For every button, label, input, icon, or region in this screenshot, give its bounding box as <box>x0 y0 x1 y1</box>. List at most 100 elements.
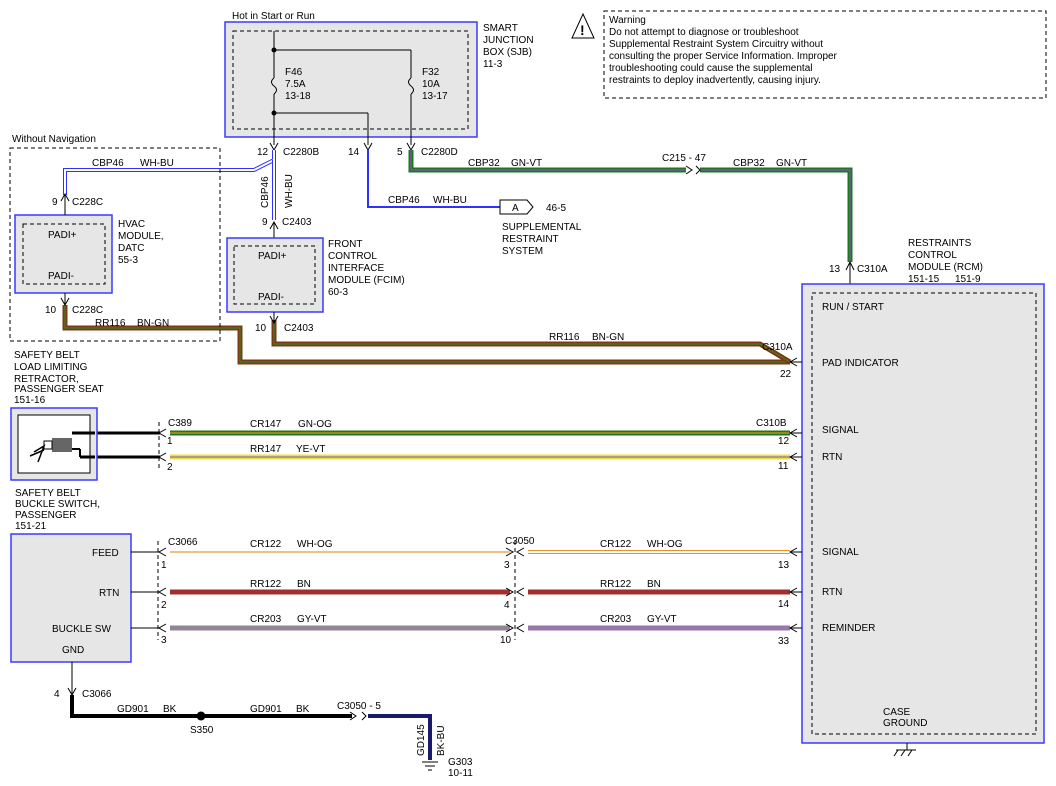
fcim-conn-bot: C2403 <box>284 323 314 334</box>
fuse-f46-rating: 7.5A <box>285 79 306 90</box>
rcm-name-2: CONTROL <box>908 250 957 261</box>
rcm-pin-22: 22 <box>780 369 792 380</box>
fcim-name-1: FRONT <box>328 239 362 250</box>
buckle-label-rtn: RTN <box>99 588 119 599</box>
retractor-name-3: RETRACTOR, <box>14 374 79 385</box>
wire-rr116-a-circuit: RR116 <box>95 318 126 329</box>
srs-name-2: RESTRAINT <box>502 234 559 245</box>
sjb-conn-c2280b: C2280B <box>283 147 319 158</box>
rcm-label-rtn-1: RTN <box>822 452 842 463</box>
inline-c310b: C310B <box>756 418 787 429</box>
wire-cr147-color: GN-OG <box>298 419 332 430</box>
wire-cr122-b-color: WH-OG <box>647 539 683 550</box>
rcm-label-run-start: RUN / START <box>822 302 884 313</box>
rcm-pin-12: 12 <box>778 436 790 447</box>
power-label: Hot in Start or Run <box>232 11 315 22</box>
wire-rr122-b-circuit: RR122 <box>600 579 632 590</box>
wire-cbp46-a-circuit: CBP46 <box>92 158 124 169</box>
rcm-ref-1: 151-15 <box>908 274 940 285</box>
hvac-name-1: HVAC <box>118 219 145 230</box>
without-navigation-label: Without Navigation <box>12 134 96 145</box>
buckle-switch-module: SAFETY BELT BUCKLE SWITCH, PASSENGER 151… <box>10 488 198 700</box>
hvac-padi-pos: PADI+ <box>48 230 77 241</box>
wire-cbp32-b-color: GN-VT <box>776 158 807 169</box>
wire-rr116-b-color: BN-GN <box>592 332 624 343</box>
inline-c3050-5: C3050 - 5 <box>337 701 381 712</box>
srs-name-1: SUPPLEMENTAL <box>502 222 582 233</box>
fcim-padi-neg: PADI- <box>258 292 284 303</box>
ground-g303-ref: 10-11 <box>448 768 473 779</box>
rcm-case-ground-1: CASE <box>883 707 911 718</box>
fcim-pin-top: 9 <box>262 217 268 228</box>
wire-cr122-a-circuit: CR122 <box>250 539 282 550</box>
wire-cbp46-a-color: WH-BU <box>140 158 174 169</box>
c3050-pin-3: 3 <box>504 560 510 571</box>
buckle-gnd-pin: 4 <box>54 689 60 700</box>
fuse-f46-ref: 13-18 <box>285 91 311 102</box>
hvac-conn-bot: C228C <box>72 305 103 316</box>
wire-gd145-color: BK-BU <box>436 725 447 756</box>
rcm-label-pad-indicator: PAD INDICATOR <box>822 358 899 369</box>
inline-c3066: C3066 <box>168 537 198 548</box>
c215-connector-icon <box>685 165 701 175</box>
buckle-name-3: PASSENGER <box>15 510 77 521</box>
inline-c310a: C310A <box>762 342 793 353</box>
rcm-ref-2: 151-9 <box>955 274 981 285</box>
fcim-name-3: INTERFACE <box>328 263 384 274</box>
warning-line-3: consulting the proper Service Informatio… <box>609 51 838 62</box>
buckle-pin-3: 3 <box>161 635 167 646</box>
wire-cr203-a-circuit: CR203 <box>250 614 282 625</box>
fuse-f32-ref: 13-17 <box>422 91 448 102</box>
wire-rr122-b-color: BN <box>647 579 661 590</box>
inline-c3050: C3050 <box>505 536 535 547</box>
srs-name-3: SYSTEM <box>502 246 543 257</box>
wire-cr203-b-color: GY-VT <box>647 614 677 625</box>
ground-circuit: GD901 BK GD901 BK S350 C3050 - 5 GD145 B… <box>117 701 473 779</box>
rcm-label-reminder: REMINDER <box>822 623 875 634</box>
fuse-f46-id: F46 <box>285 67 303 78</box>
c3050-pin-4: 4 <box>504 600 510 611</box>
wire-rr116-a-color: BN-GN <box>137 318 169 329</box>
fcim-name-5: 60-3 <box>328 287 348 298</box>
wire-gd901-b-circuit: GD901 <box>250 704 282 715</box>
wire-cr122-a-color: WH-OG <box>297 539 333 550</box>
retractor-name-4: PASSENGER SEAT <box>14 384 104 395</box>
retractor-name-2: LOAD LIMITING <box>14 362 88 373</box>
c3050-connector: C3050 3 4 10 <box>500 536 535 646</box>
rcm-pin-33: 33 <box>778 636 790 647</box>
fcim-name-2: CONTROL <box>328 251 377 262</box>
splice-s350-dot <box>196 711 206 721</box>
svg-text:!: ! <box>580 22 585 38</box>
fuse-f32-id: F32 <box>422 67 440 78</box>
retractor-name-5: 151-16 <box>14 395 46 406</box>
rcm-pin-14: 14 <box>778 599 790 610</box>
wire-cr203-b-circuit: CR203 <box>600 614 632 625</box>
sjb-conn-c2280d: C2280D <box>421 147 458 158</box>
inline-c3066-gnd: C3066 <box>82 689 112 700</box>
buckle-pin-2: 2 <box>161 600 167 611</box>
wire-cbp32-a-circuit: CBP32 <box>468 158 500 169</box>
sjb-module: Hot in Start or Run F46 7.5A 13-18 F32 1… <box>224 11 534 158</box>
c3050-pin-10: 10 <box>500 635 512 646</box>
buckle-name-1: SAFETY BELT <box>15 488 81 499</box>
buckle-name-2: BUCKLE SWITCH, <box>15 499 100 510</box>
sjb-name-4: 11-3 <box>483 59 503 70</box>
wire-gd901-a-circuit: GD901 <box>117 704 149 715</box>
wire-cr147-circuit: CR147 <box>250 419 282 430</box>
inline-c215: C215 - 47 <box>662 153 706 164</box>
fcim-padi-pos: PADI+ <box>258 251 287 262</box>
wire-cbp32-a-color: GN-VT <box>511 158 542 169</box>
sjb-pin-12: 12 <box>257 147 269 158</box>
wire-cr122-b-circuit: CR122 <box>600 539 632 550</box>
rcm-pin-top: 13 <box>829 264 841 275</box>
fuse-f32-rating: 10A <box>422 79 440 90</box>
buckle-label-buckle-sw: BUCKLE SW <box>52 624 111 635</box>
rcm-name-1: RESTRAINTS <box>908 238 972 249</box>
hvac-pin-top: 9 <box>52 197 58 208</box>
srs-ref: 46-5 <box>546 203 566 214</box>
ground-g303: G303 <box>448 757 473 768</box>
fcim-module: 9 C2403 PADI+ PADI- 10 C2403 FRONT CONTR… <box>226 217 405 334</box>
rcm-label-signal-2: SIGNAL <box>822 547 859 558</box>
hvac-name-4: 55-3 <box>118 255 138 266</box>
inline-c389: C389 <box>168 418 192 429</box>
